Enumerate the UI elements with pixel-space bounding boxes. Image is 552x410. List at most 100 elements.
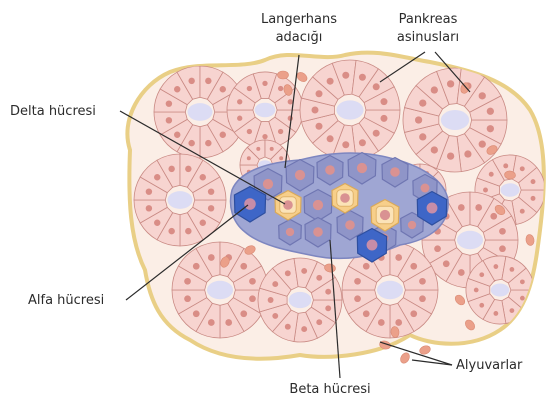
nucleus	[531, 196, 536, 201]
acinus-lumen	[441, 110, 469, 130]
nucleus	[240, 310, 247, 317]
nucleus	[520, 166, 525, 171]
nucleus	[325, 165, 335, 175]
acinus-lumen	[377, 281, 403, 299]
label-alyuvarlar: Alyuvarlar	[456, 358, 523, 373]
nucleus	[200, 174, 206, 180]
nucleus	[283, 200, 293, 210]
nucleus	[325, 305, 331, 311]
leader-alyuvarlar-1	[380, 342, 452, 365]
nucleus	[313, 227, 323, 237]
nucleus	[168, 166, 174, 172]
nucleus	[278, 129, 283, 134]
nucleus	[240, 263, 247, 270]
nucleus	[268, 297, 274, 303]
acinus-lumen	[491, 283, 509, 296]
nucleus	[464, 150, 471, 157]
nucleus	[286, 228, 294, 236]
nucleus	[205, 140, 211, 146]
nucleus	[285, 324, 291, 330]
nucleus	[434, 245, 441, 252]
nucleus	[184, 295, 191, 302]
nucleus	[247, 156, 251, 160]
nucleus	[419, 295, 426, 302]
nucleus	[520, 296, 525, 301]
nucleus	[510, 308, 515, 313]
nucleus	[316, 90, 323, 97]
nucleus	[263, 179, 273, 189]
nucleus	[146, 188, 152, 194]
nucleus	[431, 146, 438, 153]
nucleus	[419, 278, 426, 285]
nucleus	[193, 263, 200, 270]
nucleus	[188, 78, 194, 84]
nucleus	[208, 188, 214, 194]
nucleus	[295, 170, 305, 180]
nucleus	[487, 125, 494, 132]
nucleus	[493, 264, 498, 269]
acinus-lumen	[457, 231, 483, 249]
nucleus	[249, 278, 256, 285]
nucleus	[184, 278, 191, 285]
nucleus	[342, 141, 349, 148]
nucleus	[419, 99, 426, 106]
nucleus	[313, 200, 323, 210]
nucleus	[270, 147, 274, 151]
nucleus	[520, 209, 525, 214]
nucleus	[208, 205, 214, 211]
nucleus	[395, 319, 402, 326]
label-alfa: Alfa hücresi	[28, 293, 104, 308]
nucleus	[458, 269, 465, 276]
red-blood-cell	[399, 351, 412, 365]
label-langerhans-1: Langerhans	[261, 12, 337, 27]
nucleus	[327, 78, 334, 85]
label-beta: Beta hücresi	[289, 382, 370, 397]
nucleus	[357, 163, 367, 173]
nucleus	[301, 268, 307, 274]
nucleus	[327, 135, 334, 142]
nucleus	[288, 116, 293, 121]
nucleus	[380, 115, 387, 122]
nucleus	[256, 147, 260, 151]
acinus-lumen	[255, 103, 276, 118]
nucleus	[185, 228, 191, 234]
nucleus	[316, 275, 322, 281]
nucleus	[272, 281, 278, 287]
nucleus	[499, 228, 506, 235]
nucleus	[247, 129, 252, 134]
acinus	[466, 256, 534, 324]
nucleus	[373, 130, 380, 137]
red-blood-cell	[278, 71, 289, 79]
nucleus	[166, 117, 172, 123]
nucleus	[220, 132, 226, 138]
nucleus	[479, 303, 484, 308]
nucleus	[520, 279, 525, 284]
nucleus	[475, 204, 482, 211]
label-delta: Delta hücresi	[10, 104, 96, 119]
nucleus	[443, 260, 450, 267]
nucleus	[447, 152, 454, 159]
nucleus	[278, 86, 283, 91]
nucleus	[419, 133, 426, 140]
nucleus	[474, 288, 479, 293]
nucleus	[431, 86, 438, 93]
nucleus	[237, 116, 242, 121]
nucleus	[410, 263, 417, 270]
nucleus	[380, 210, 390, 220]
nucleus	[489, 172, 494, 177]
nucleus	[363, 263, 370, 270]
nucleus	[359, 139, 366, 146]
nucleus	[390, 167, 400, 177]
nucleus	[490, 213, 497, 220]
nucleus	[247, 86, 252, 91]
nucleus	[493, 311, 498, 316]
nucleus	[262, 81, 267, 86]
nucleus	[510, 267, 515, 272]
nucleus	[185, 166, 191, 172]
nucleus	[427, 203, 438, 214]
nucleus	[174, 86, 180, 92]
label-langerhans-2: adacığı	[276, 30, 323, 45]
nucleus	[342, 72, 349, 79]
red-blood-cell	[418, 344, 431, 356]
